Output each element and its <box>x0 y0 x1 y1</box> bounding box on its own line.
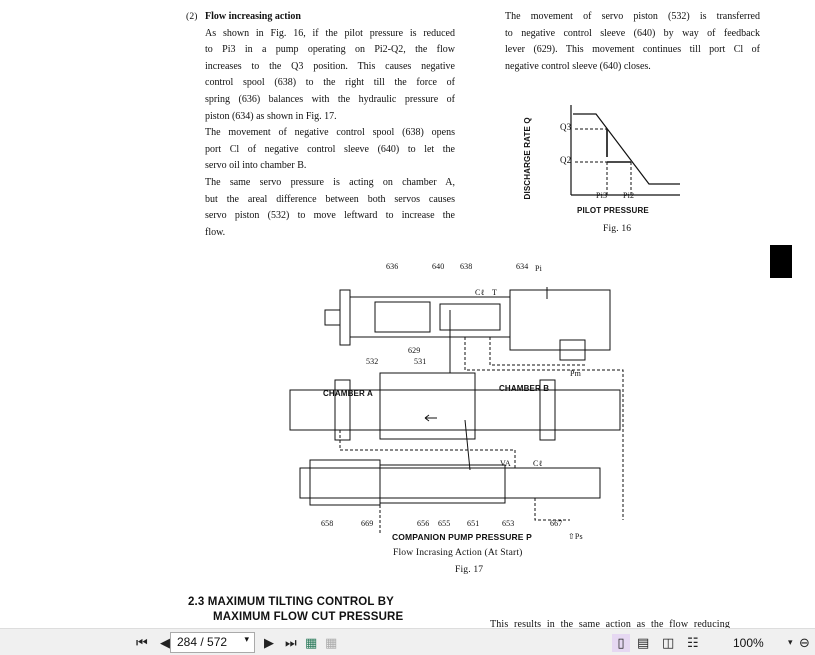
label-ps: ⇧Ps <box>568 532 583 541</box>
left-column-text: Flow increasing action As shown in Fig. … <box>205 9 455 241</box>
fig16-caption: Fig. 16 <box>603 223 632 234</box>
label-chamber-a: CHAMBER A <box>323 389 373 398</box>
text-line: The movement of servo piston (532) is tr… <box>505 11 760 22</box>
zoom-dropdown-icon[interactable]: ▾ <box>788 638 793 648</box>
label-651: 651 <box>467 519 480 528</box>
q2-label: Q2 <box>560 155 572 165</box>
text-line: As shown in Fig. 16, if the pilot pressu… <box>205 27 455 39</box>
last-page-button[interactable]: ⏭ <box>285 635 297 651</box>
section-number: (2) <box>186 11 198 22</box>
text-line: negative control sleeve (640) closes. <box>505 60 651 72</box>
fig17-caption: Fig. 17 <box>455 564 484 575</box>
continuous-view-button[interactable]: ▤ <box>637 635 650 651</box>
section-2-3-heading-line2: MAXIMUM FLOW CUT PRESSURE <box>213 611 404 623</box>
label-chamber-b: CHAMBER B <box>499 384 550 393</box>
text-line: piston (634) as shown in Fig. 17. <box>205 110 337 122</box>
text-line: The movement of negative control spool (… <box>205 127 455 139</box>
label-629: 629 <box>408 346 421 355</box>
two-page-view-button[interactable]: ◫ <box>662 635 675 651</box>
next-page-button[interactable]: ▶ <box>264 635 274 651</box>
forward-view-icon[interactable]: ▦ <box>325 635 338 651</box>
zoom-level[interactable]: 100% <box>733 636 764 650</box>
zoom-out-button[interactable]: ⊖ <box>799 635 810 651</box>
back-view-icon[interactable]: ▦ <box>305 635 318 651</box>
text-line: This results in the same action as the f… <box>490 619 731 628</box>
text-line: The same servo pressure is acting on cha… <box>205 176 455 188</box>
text-line: servo oil into chamber B. <box>205 160 307 172</box>
right-column-text: The movement of servo piston (532) is tr… <box>505 9 760 75</box>
text-line: increases to the Q3 position. This cause… <box>205 60 455 72</box>
section-2-3-heading: 2.3 MAXIMUM TILTING CONTROL BY <box>188 596 394 608</box>
fig16-xlabel: PILOT PRESSURE <box>577 206 649 215</box>
label-656: 656 <box>417 519 430 528</box>
label-pm: Pm <box>570 369 581 378</box>
text-line: but the areal difference between both se… <box>205 193 455 205</box>
label-pi: Pi <box>535 264 542 273</box>
label-532: 532 <box>366 357 379 366</box>
label-t: T <box>492 288 498 297</box>
curve <box>573 113 680 185</box>
q3-label: Q3 <box>560 122 572 132</box>
text-line: flow. <box>205 226 226 238</box>
text-line: to Pi3 in a pump operating on Pi2-Q2, th… <box>205 44 455 56</box>
document-page: (2) Flow increasing action As shown in F… <box>186 9 792 628</box>
label-658: 658 <box>321 519 334 528</box>
fig17-diagram <box>289 287 624 535</box>
first-page-button[interactable]: ⏮ <box>136 635 148 651</box>
label-636: 636 <box>386 262 399 271</box>
label-531: 531 <box>414 357 427 366</box>
page-number-input[interactable]: 284 / 572 ▾ <box>170 632 255 653</box>
text-line: port Cl of negative control sleeve (640)… <box>205 143 455 155</box>
viewer-toolbar: ⏮ ◀ 284 / 572 ▾ ▶ ⏭ ▦ ▦ ▯ ▤ ◫ ☷ 100% ▾ ⊖ <box>0 628 815 655</box>
text-line: control spool (638) to the right till th… <box>205 77 455 89</box>
label-cl: Cℓ <box>475 288 485 297</box>
label-667: 667 <box>550 519 563 528</box>
section-heading: Flow increasing action <box>205 11 301 22</box>
label-638: 638 <box>460 262 473 271</box>
fig16-graph <box>570 105 680 196</box>
text-line: to negative control sleeve (640) by way … <box>505 27 760 39</box>
p2-label: Pi2 <box>623 191 635 200</box>
label-640: 640 <box>432 262 445 271</box>
label-companion-pump: COMPANION PUMP PRESSURE P <box>392 532 532 542</box>
label-669: 669 <box>361 519 374 528</box>
single-page-view-button[interactable]: ▯ <box>612 634 630 652</box>
p3-label: Pi3 <box>596 191 608 200</box>
label-653: 653 <box>502 519 515 528</box>
label-cl2: Cℓ <box>533 459 543 468</box>
two-page-continuous-button[interactable]: ☷ <box>687 635 699 651</box>
fig16-ylabel: DISCHARGE RATE Q <box>522 117 532 200</box>
text-line: servo piston (532) to move leftward to i… <box>205 210 455 222</box>
label-655: 655 <box>438 519 451 528</box>
label-634: 634 <box>516 262 529 271</box>
chevron-down-icon: ▾ <box>244 634 249 644</box>
text-line: spring (636) balances with the hydraulic… <box>205 93 455 105</box>
page-marker <box>770 245 792 278</box>
fig17-title: Flow Incrasing Action (At Start) <box>393 547 523 558</box>
text-line: lever (629). This movement continues til… <box>505 44 760 56</box>
prev-page-button[interactable]: ◀ <box>160 635 170 651</box>
page-number-value: 284 / 572 <box>177 635 228 649</box>
label-va: VA <box>500 459 511 468</box>
